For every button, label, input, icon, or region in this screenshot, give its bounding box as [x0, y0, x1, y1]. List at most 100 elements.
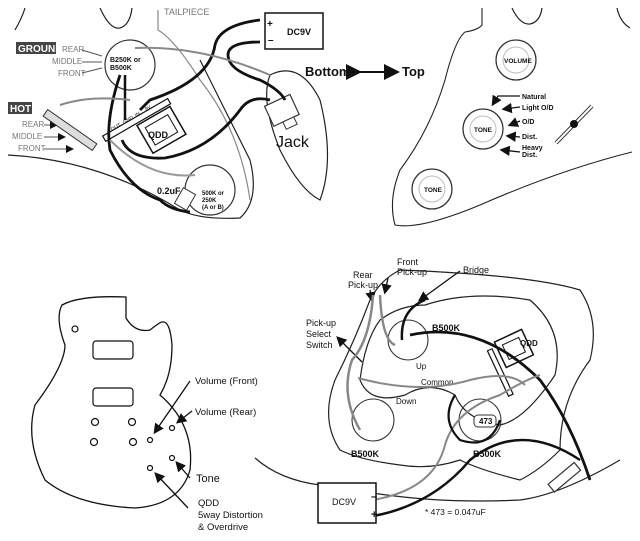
- body-outline: [254, 457, 321, 486]
- tone-pot-label-1: 500K or: [202, 191, 225, 197]
- battery-dc9v: [317, 482, 377, 524]
- wire-front-pickup: [378, 294, 396, 347]
- body-outline: [511, 7, 543, 25]
- body-outline: [616, 7, 631, 29]
- post-hole: [89, 437, 99, 447]
- switch-down-label: Down: [396, 397, 416, 406]
- ground-rear-label: REAR: [62, 45, 84, 54]
- wire-hot: [59, 97, 131, 106]
- switch-up-label: Up: [416, 362, 427, 371]
- post-hole: [90, 417, 100, 427]
- qdd-label: QDD: [148, 130, 169, 140]
- switch-label-2: Select: [306, 329, 332, 339]
- qdd-label-3: & Overdrive: [198, 522, 248, 533]
- hot-badge: [8, 102, 32, 114]
- wire-gray: [134, 46, 271, 76]
- wire-9v-minus: [329, 438, 581, 522]
- wire-common: [357, 375, 526, 389]
- pot-right-label: B500K: [473, 449, 502, 459]
- volume-front-hole: [146, 436, 154, 444]
- volume-front-label: Volume (Front): [195, 376, 258, 387]
- position-light-od: Light O/D: [522, 105, 554, 112]
- tone-knob-label-2: TONE: [424, 187, 443, 194]
- switch-label-3: Switch: [306, 340, 333, 350]
- tone-hole: [168, 454, 176, 462]
- pickguard-outline: [391, 8, 633, 227]
- battery-plus: +: [267, 19, 273, 30]
- output-jack: [547, 461, 582, 493]
- jack-cavity-outline: [266, 70, 329, 201]
- orientation-top-label: Top: [402, 64, 425, 79]
- orientation-bottom-label: Bottom: [305, 64, 351, 79]
- wire-9v-plus: [324, 374, 541, 505]
- wire-rear-pickup: [346, 294, 375, 431]
- switch-label-1: Pick-up: [306, 318, 336, 328]
- wire-output-hot: [409, 330, 592, 481]
- body-edge: [329, 459, 621, 502]
- volume-pot: [104, 39, 156, 91]
- wire-9v: [139, 18, 261, 111]
- position-od: O/D: [522, 119, 534, 126]
- battery-plus: +: [371, 509, 377, 521]
- position-heavy: Heavy: [522, 145, 543, 152]
- qdd-label-2: 5way Distortion: [198, 510, 263, 521]
- wire-tone: [107, 74, 191, 214]
- ground-badge: [16, 42, 56, 54]
- pot-top-label: B500K: [432, 323, 461, 333]
- tailpiece-line: [157, 10, 251, 201]
- output-jack: [263, 93, 300, 130]
- pickguard-outline: [7, 59, 254, 219]
- front-pickup-label-2: Pick-up: [397, 267, 427, 277]
- tone-pot-label-2: 250K: [202, 198, 217, 204]
- les-paul-wiring-panel: B500K B500K B500K 473 QDD Rear Pick-up F…: [254, 257, 621, 524]
- pot-left: [351, 398, 395, 442]
- tailpiece-label: TAILPIECE: [164, 7, 209, 17]
- pickup-selector-switch: [42, 108, 98, 152]
- capacitor-code: 473: [479, 417, 493, 426]
- volume-knob-label: VOLUME: [504, 58, 532, 65]
- body-outline: [99, 7, 133, 29]
- inner-cavity-outline: [359, 295, 558, 426]
- volume-rear-label: Volume (Rear): [195, 407, 256, 418]
- hot-badge-text: HOT: [10, 104, 31, 115]
- capacitor-473: [473, 414, 497, 428]
- position-natural: Natural: [522, 94, 546, 101]
- wire-out: [120, 97, 271, 160]
- pot-top: [387, 319, 429, 361]
- capacitor: [173, 187, 197, 211]
- wire-ground: [226, 40, 287, 101]
- front-pickup-label-1: Front: [397, 257, 419, 267]
- bridge-label: Bridge: [463, 265, 489, 275]
- position-heavy-dist: Dist.: [522, 152, 537, 159]
- les-paul-body-outline: [31, 296, 192, 509]
- qdd-module: [486, 328, 535, 397]
- ground-front-label: FRONT: [58, 69, 86, 78]
- qdd-pin-out: OUT: [110, 122, 122, 132]
- volume-rear-hole: [168, 424, 176, 432]
- rear-pickup-label-1: Rear: [353, 270, 373, 280]
- control-cavity-outline: [327, 269, 594, 481]
- pot-left-label: B500K: [351, 449, 380, 459]
- ground-badge-text: GROUND: [18, 44, 62, 55]
- battery-minus: –: [371, 491, 377, 503]
- battery-label: DC9V: [287, 27, 311, 37]
- hot-front-label: FRONT: [18, 144, 46, 153]
- wire-gray-2: [109, 139, 196, 177]
- volume-knob: VOLUME: [495, 39, 537, 81]
- tone-position-labels: Natural Light O/D O/D Dist. Heavy Dist.: [491, 94, 554, 159]
- capacitor-label: 0.2uF: [157, 186, 181, 196]
- rear-pickup-label-2: Pick-up: [348, 280, 378, 290]
- qdd-module: [101, 97, 187, 155]
- qdd-pin-9v: 9V: [144, 104, 153, 113]
- knob-panel: Bottom Top VOLUME TONE TONE Natural Ligh…: [305, 7, 633, 227]
- post-hole: [128, 437, 138, 447]
- battery-label: DC9V: [332, 497, 356, 507]
- tone-knob: TONE: [411, 168, 453, 210]
- position-dist: Dist.: [522, 134, 537, 141]
- hot-middle-label: MIDDLE: [12, 132, 42, 141]
- body-outline: [14, 7, 26, 31]
- wire-bridge: [400, 298, 426, 341]
- switch-hole: [71, 325, 79, 333]
- qdd-hole: [146, 464, 154, 472]
- tone-knob-qdd: TONE: [462, 108, 504, 150]
